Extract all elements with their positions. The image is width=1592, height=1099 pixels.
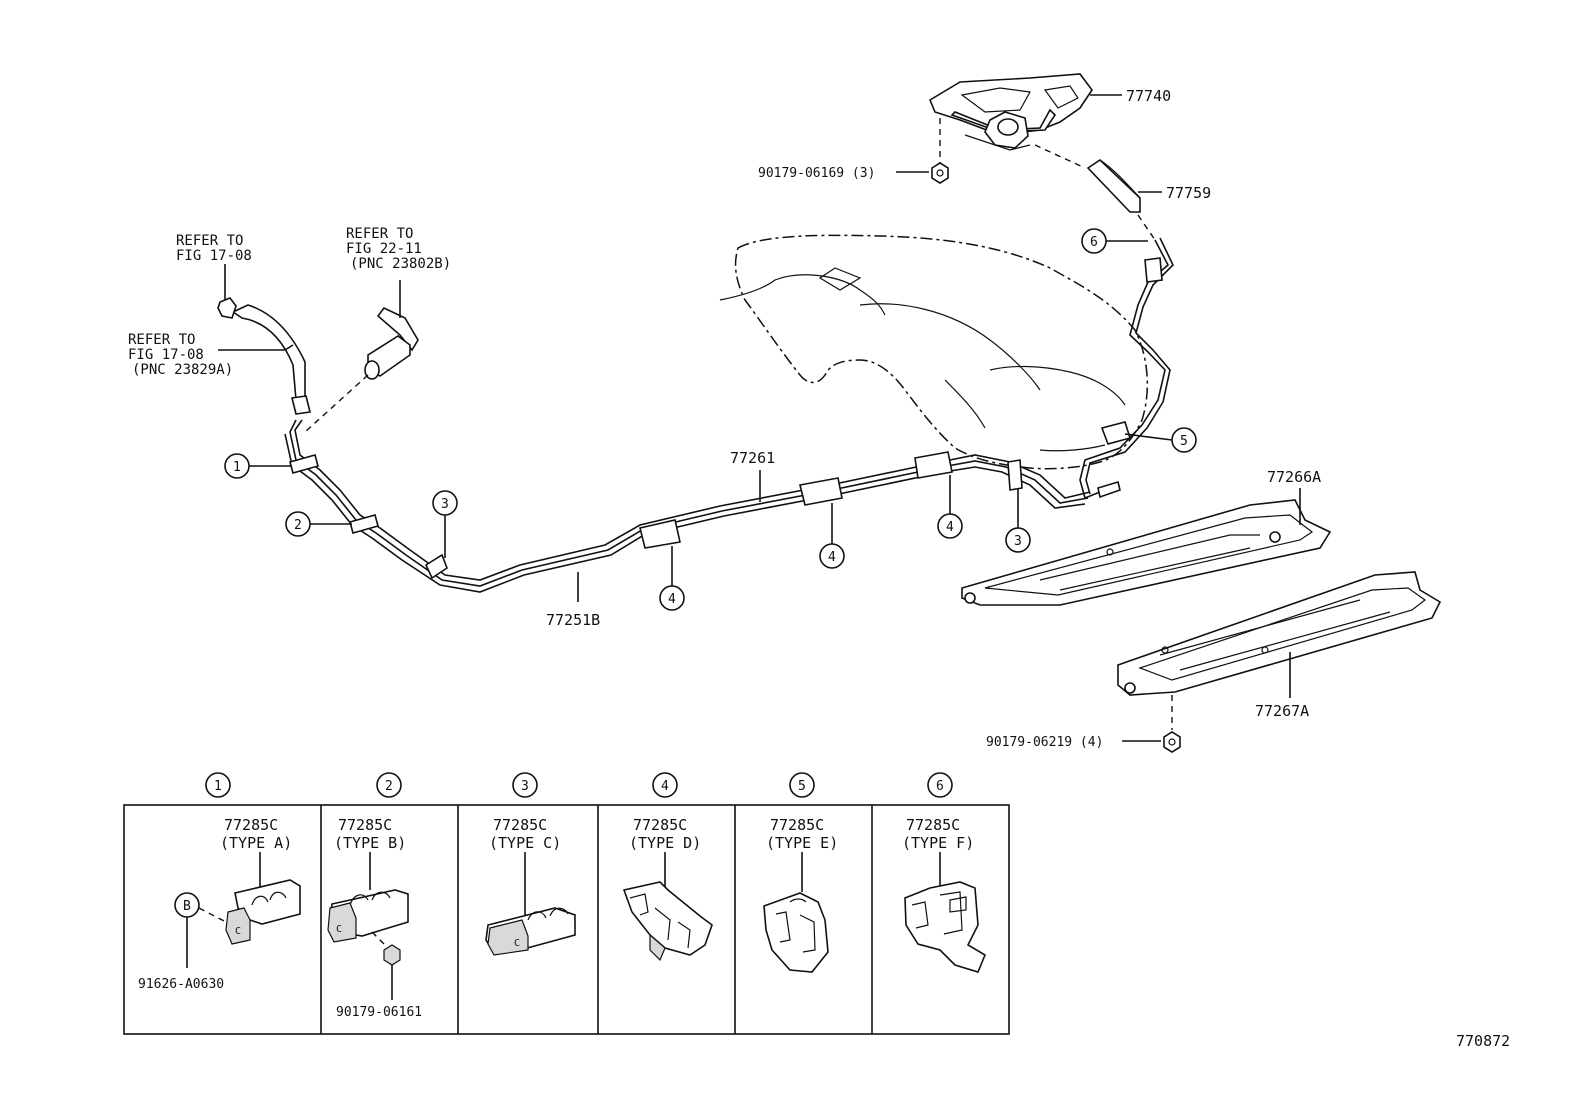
callout-6: 6 — [1081, 228, 1148, 254]
legend-cell-5: 5 77285C (TYPE E) — [763, 772, 838, 973]
svg-text:77285C: 77285C — [224, 816, 278, 834]
part-label-tube-main: 77261 — [730, 449, 775, 467]
svg-text:(TYPE F): (TYPE F) — [902, 834, 974, 852]
part-label-canister: 77740 — [1126, 87, 1171, 105]
diagram-id: 770872 — [1456, 1032, 1510, 1050]
svg-text:FIG 22-11: FIG 22-11 — [346, 241, 422, 257]
svg-text:77285C: 77285C — [633, 816, 687, 834]
vent-hose — [1086, 158, 1141, 213]
svg-text:77285C: 77285C — [906, 816, 960, 834]
svg-text:77285C: 77285C — [770, 816, 824, 834]
svg-text:77285C: 77285C — [338, 816, 392, 834]
vent-hose-dashed-guide — [1034, 144, 1086, 169]
callout-3b: 3 — [1005, 489, 1031, 553]
svg-text:(PNC 23829A): (PNC 23829A) — [132, 362, 233, 378]
svg-text:6: 6 — [1090, 235, 1098, 250]
svg-text:4: 4 — [828, 550, 836, 565]
callout-4c: 4 — [937, 475, 963, 539]
svg-text:2: 2 — [385, 779, 393, 794]
part-label-protector-nut: 90179-06219 (4) — [986, 735, 1103, 750]
part-label-tube-front: 77251B — [546, 611, 600, 629]
svg-text:(TYPE D): (TYPE D) — [629, 834, 701, 852]
charcoal-canister — [928, 73, 1093, 151]
legend-cell-6: 6 77285C (TYPE F) — [902, 772, 987, 973]
svg-text:1: 1 — [233, 460, 241, 475]
svg-text:2: 2 — [294, 518, 302, 533]
svg-text:90179-06161: 90179-06161 — [336, 1005, 422, 1020]
svg-text:3: 3 — [441, 497, 449, 512]
svg-text:(PNC 23802B): (PNC 23802B) — [350, 256, 451, 272]
part-label-protector-upper: 77266A — [1267, 468, 1321, 486]
callout-5: 5 — [1124, 427, 1197, 453]
front-hose-fig-17-08 — [217, 297, 311, 415]
ref-fig-17-08-a: REFER TO FIG 17-08 — [176, 233, 252, 264]
svg-text:C: C — [336, 924, 342, 935]
filter-dashed-guide — [304, 374, 369, 433]
vent-hose-lower-guide — [1137, 214, 1156, 241]
protector-nut-icon — [1163, 731, 1181, 753]
callout-1: 1 — [224, 453, 292, 479]
ref-fig-22-11: REFER TO FIG 22-11 (PNC 23802B) — [346, 226, 451, 272]
part-label-canister-nut: 90179-06169 (3) — [758, 166, 875, 181]
legend-cell-4: 4 77285C (TYPE D) — [622, 772, 713, 962]
clamp-legend-table — [123, 804, 1010, 1035]
svg-text:5: 5 — [1180, 434, 1188, 449]
legend-cell-3: 3 77285C (TYPE C) C — [485, 772, 576, 956]
svg-text:FIG 17-08: FIG 17-08 — [128, 347, 204, 363]
callout-2: 2 — [285, 511, 352, 537]
svg-text:6: 6 — [936, 779, 944, 794]
svg-text:4: 4 — [661, 779, 669, 794]
svg-text:REFER TO: REFER TO — [346, 226, 413, 242]
svg-text:91626-A0630: 91626-A0630 — [138, 977, 224, 992]
svg-text:B: B — [183, 899, 191, 914]
fuel-tube-bundle — [284, 237, 1174, 593]
front-filter-fig-22-11 — [364, 306, 419, 380]
svg-text:C: C — [235, 926, 241, 937]
fuel-tube-protector-upper — [961, 499, 1332, 606]
svg-text:REFER TO: REFER TO — [176, 233, 243, 249]
fuel-tank-outline — [719, 234, 1149, 470]
svg-text:3: 3 — [1014, 534, 1022, 549]
svg-text:(TYPE A): (TYPE A) — [220, 834, 292, 852]
svg-text:5: 5 — [798, 779, 806, 794]
svg-text:REFER TO: REFER TO — [128, 332, 195, 348]
legend-cell-2: 2 77285C (TYPE B) C 90179-06161 — [327, 772, 422, 1020]
svg-text:(TYPE B): (TYPE B) — [334, 834, 406, 852]
svg-text:(TYPE E): (TYPE E) — [766, 834, 838, 852]
callout-4b: 4 — [819, 503, 845, 569]
legend-cell-1: 1 77285C (TYPE A) C B 91626-A0630 — [138, 772, 301, 992]
svg-text:(TYPE C): (TYPE C) — [489, 834, 561, 852]
fuel-tube-protector-lower — [1117, 571, 1442, 696]
part-label-protector-lower: 77267A — [1255, 702, 1309, 720]
clamp-marks — [289, 257, 1163, 580]
ref-fig-17-08-b: REFER TO FIG 17-08 (PNC 23829A) — [128, 332, 233, 378]
svg-text:3: 3 — [521, 779, 529, 794]
svg-text:FIG 17-08: FIG 17-08 — [176, 248, 252, 264]
svg-text:C: C — [514, 938, 520, 949]
svg-text:4: 4 — [946, 520, 954, 535]
canister-nut-icon — [931, 162, 949, 184]
svg-text:77285C: 77285C — [493, 816, 547, 834]
callout-3a: 3 — [432, 490, 458, 558]
leader-fig-17-08-b-tip — [284, 344, 294, 351]
svg-text:1: 1 — [214, 779, 222, 794]
part-label-vent-hose: 77759 — [1166, 184, 1211, 202]
callout-4a: 4 — [659, 546, 685, 611]
svg-text:4: 4 — [668, 592, 676, 607]
